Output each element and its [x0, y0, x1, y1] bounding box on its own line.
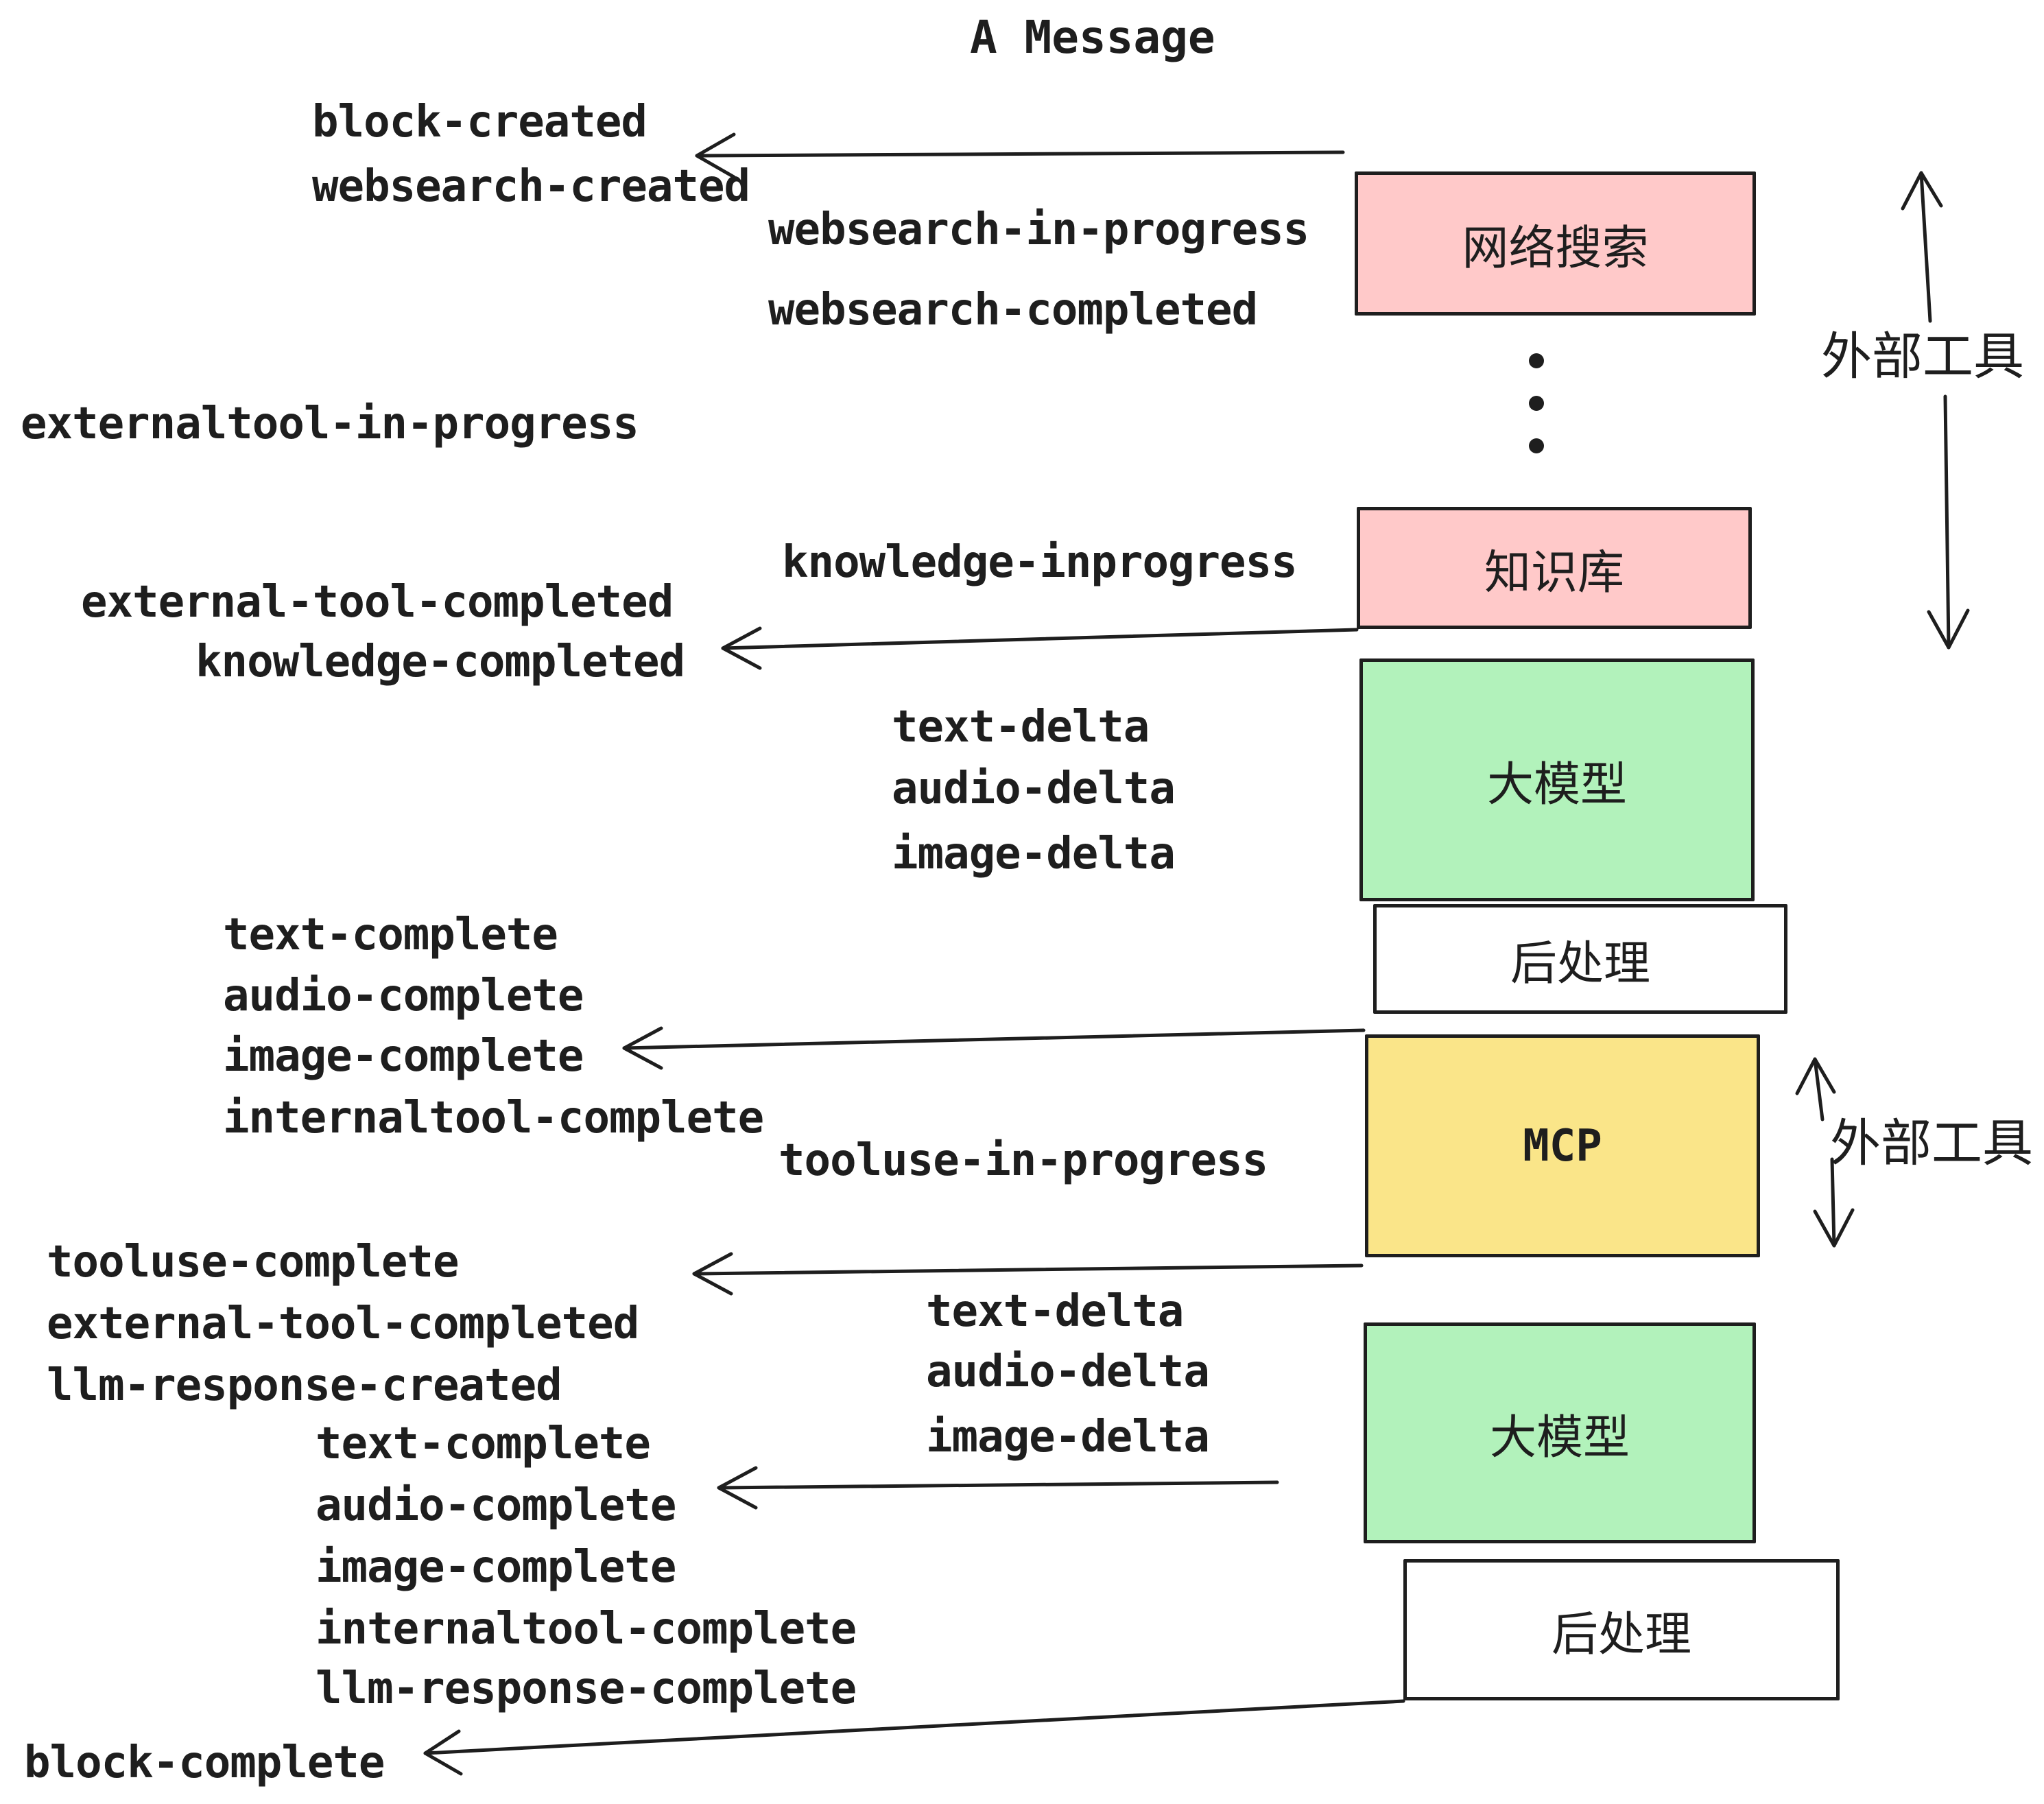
box-postprocess-2-label: 后处理 — [1551, 1608, 1691, 1661]
arrow-llm1-to-image-complete — [622, 1026, 1366, 1070]
external-tools-down-arrow-top — [1927, 394, 1970, 650]
box-postprocess-2: 后处理 — [1403, 1559, 1840, 1700]
event-label-block-complete: block-complete — [24, 1737, 385, 1788]
vertical-ellipsis — [1529, 353, 1544, 453]
box-mcp-label: MCP — [1523, 1120, 1602, 1172]
arrow-websearch-to-block-created — [695, 132, 1345, 179]
event-label-externaltool-in-progress: externaltool-in-progress — [21, 399, 639, 449]
event-label-websearch-completed: websearch-completed — [768, 285, 1258, 335]
event-label-text-complete-1: text-complete — [223, 910, 558, 960]
external-tools-up-arrow-mcp — [1795, 1057, 1836, 1121]
event-label-text-complete-2: text-complete — [316, 1419, 651, 1469]
external-tools-up-arrow-top — [1901, 171, 1943, 323]
event-label-audio-complete-1: audio-complete — [223, 971, 584, 1021]
event-label-external-tool-completed-1: external-tool-completed — [81, 577, 674, 628]
external-tools-down-arrow-mcp — [1813, 1157, 1855, 1248]
external-tools-label-mcp: 外部工具 — [1830, 1115, 2033, 1172]
event-label-image-complete-2: image-complete — [316, 1542, 676, 1593]
event-label-knowledge-inprogress: knowledge-inprogress — [782, 537, 1298, 588]
event-label-image-delta-1: image-delta — [892, 829, 1176, 879]
event-label-text-delta-1: text-delta — [892, 702, 1150, 752]
diagram-title: A Message — [970, 11, 1215, 64]
event-label-audio-delta-1: audio-delta — [892, 763, 1176, 814]
arrow-llm2-to-audio-complete — [717, 1466, 1279, 1510]
event-label-websearch-created: websearch-created — [312, 161, 750, 212]
event-label-internaltool-complete-1: internaltool-complete — [223, 1093, 764, 1143]
event-label-knowledge-completed: knowledge-completed — [195, 637, 685, 687]
event-label-internaltool-complete-2: internaltool-complete — [316, 1604, 857, 1654]
box-postprocess-1-label: 后处理 — [1510, 937, 1650, 990]
box-llm-1: 大模型 — [1359, 658, 1755, 901]
box-llm-2: 大模型 — [1364, 1322, 1756, 1543]
event-label-tooluse-in-progress: tooluse-in-progress — [779, 1135, 1268, 1186]
box-llm-1-label: 大模型 — [1486, 758, 1627, 811]
box-mcp: MCP — [1365, 1034, 1760, 1257]
external-tools-label-top: 外部工具 — [1821, 328, 2024, 385]
arrow-knowledge-to-knowledge-completed — [721, 626, 1359, 670]
box-postprocess-1: 后处理 — [1373, 904, 1787, 1014]
event-label-audio-delta-2: audio-delta — [926, 1346, 1210, 1397]
box-knowledge-base-label: 知识库 — [1484, 546, 1624, 599]
event-label-llm-response-complete: llm-response-complete — [316, 1663, 857, 1714]
box-websearch: 网络搜索 — [1355, 171, 1756, 316]
box-websearch-label: 网络搜索 — [1462, 222, 1649, 274]
event-label-audio-complete-2: audio-complete — [316, 1480, 676, 1531]
event-label-image-complete-1: image-complete — [223, 1031, 584, 1082]
event-label-block-created: block-created — [312, 97, 647, 147]
box-llm-2-label: 大模型 — [1489, 1411, 1630, 1464]
box-knowledge-base: 知识库 — [1357, 507, 1752, 629]
event-label-llm-response-created: llm-response-created — [47, 1360, 562, 1411]
event-label-websearch-in-progress: websearch-in-progress — [768, 204, 1309, 255]
event-label-image-delta-2: image-delta — [926, 1412, 1210, 1462]
event-label-text-delta-2: text-delta — [926, 1286, 1184, 1337]
event-label-tooluse-complete: tooluse-complete — [47, 1237, 459, 1287]
event-label-external-tool-completed-2: external-tool-completed — [47, 1298, 639, 1349]
